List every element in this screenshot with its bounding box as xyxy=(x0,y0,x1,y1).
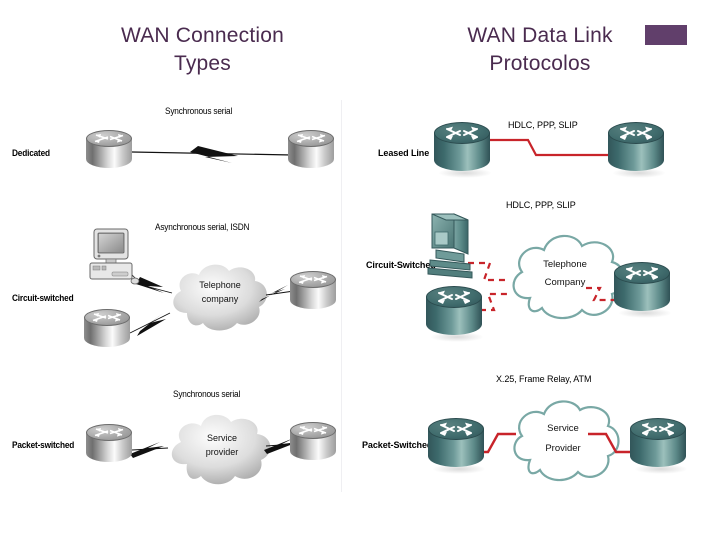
label-synchronous-serial-2: Synchronous serial xyxy=(173,389,241,399)
cloud-label-line1: Telephone xyxy=(543,259,587,270)
label-synchronous-serial-1: Synchronous serial xyxy=(165,106,233,116)
page-title-right: WAN Data Link Protocolos xyxy=(467,24,613,75)
cloud-telephone-company: Telephone company xyxy=(165,257,275,335)
label-packet-switched-right: Packet-Switched xyxy=(362,440,433,451)
diagram-left-row-dedicated: Dedicated Synchronous serial xyxy=(0,100,341,200)
router-arrows-icon xyxy=(440,422,472,436)
diagram-left-row-packet-switched: Packet-switched Synchronous serial Servi… xyxy=(0,362,341,492)
router-icon xyxy=(630,418,688,474)
router-icon xyxy=(290,271,336,315)
router-arrows-icon xyxy=(94,428,124,437)
label-x25-frame-relay-atm: X.25, Frame Relay, ATM xyxy=(496,374,592,385)
router-arrows-icon xyxy=(94,134,124,143)
cloud-label-line1: Service xyxy=(206,433,237,443)
cloud-service-provider: Service provider xyxy=(165,410,277,488)
router-icon xyxy=(434,122,492,178)
router-icon xyxy=(428,418,486,474)
router-icon xyxy=(86,424,132,468)
label-packet-switched: Packet-switched xyxy=(12,440,75,450)
diagram-left-panel: Dedicated Synchronous serial xyxy=(0,100,342,492)
workstation-icon xyxy=(86,227,140,289)
label-hdlc-ppp-slip-1: HDLC, PPP, SLIP xyxy=(508,120,578,131)
label-dedicated: Dedicated xyxy=(12,148,50,158)
diagram-right-panel: Leased Line HDLC, PPP, SLIP xyxy=(360,100,720,492)
cloud-label-line2: Provider xyxy=(545,443,581,454)
page-title-left: WAN Connection Types xyxy=(120,24,285,75)
router-icon xyxy=(288,130,334,174)
cloud-service-provider-right: Service Provider xyxy=(502,394,624,488)
cloud-label-line2: Company xyxy=(544,277,586,288)
router-arrows-icon xyxy=(92,313,122,322)
diagram-right-row-circuit-switched: Circuit-Switched HDLC, PPP, SLIP Telepho… xyxy=(360,200,720,360)
label-circuit-switched: Circuit-switched xyxy=(12,293,74,303)
diagram-right-row-leased-line: Leased Line HDLC, PPP, SLIP xyxy=(360,100,720,200)
cloud-label-line1: Service xyxy=(547,423,579,434)
cloud-label-line1: Telephone xyxy=(199,280,241,290)
cloud-label-line2: company xyxy=(201,294,239,304)
router-icon xyxy=(84,309,130,353)
diagram-right-row-packet-switched: Packet-Switched X.25, Frame Relay, ATM S… xyxy=(360,362,720,492)
router-arrows-icon xyxy=(642,422,674,436)
cloud-label-line2: provider xyxy=(205,447,239,457)
router-icon xyxy=(614,262,672,318)
label-circuit-switched-right: Circuit-Switched xyxy=(366,260,436,271)
label-leased-line: Leased Line xyxy=(378,148,430,159)
router-icon xyxy=(608,122,666,178)
router-icon xyxy=(426,286,484,342)
router-arrows-icon xyxy=(296,134,326,143)
router-icon xyxy=(86,130,132,174)
accent-block-decoration xyxy=(645,25,687,45)
router-arrows-icon xyxy=(438,290,470,304)
router-arrows-icon xyxy=(620,126,652,140)
router-arrows-icon xyxy=(626,266,658,280)
label-asynchronous-serial-isdn: Asynchronous serial, ISDN xyxy=(155,222,250,232)
workstation-icon xyxy=(424,210,476,282)
router-arrows-icon xyxy=(298,426,328,435)
router-icon xyxy=(290,422,336,466)
label-hdlc-ppp-slip-2: HDLC, PPP, SLIP xyxy=(506,200,576,211)
cloud-telephone-company-right: Telephone Company xyxy=(500,228,630,324)
diagram-left-row-circuit-switched: Circuit-switched Asynchronous serial, IS… xyxy=(0,205,341,360)
router-arrows-icon xyxy=(446,126,478,140)
router-arrows-icon xyxy=(298,275,328,284)
